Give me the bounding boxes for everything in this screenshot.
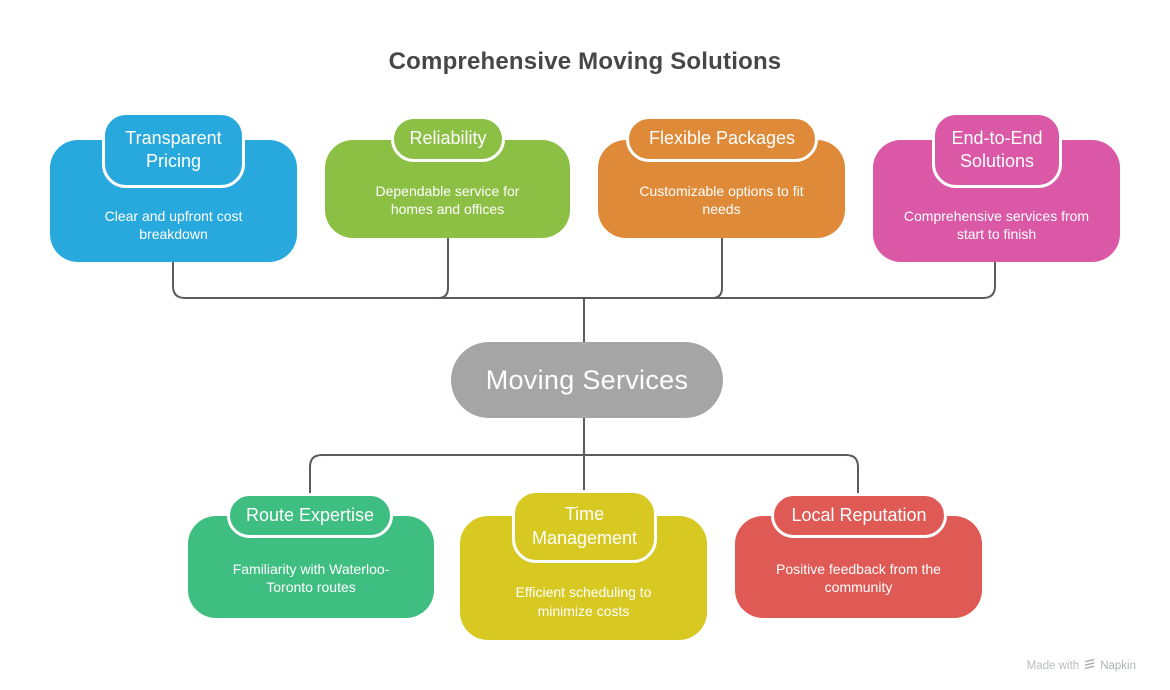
diagram-title: Comprehensive Moving Solutions <box>388 48 782 75</box>
card-label-flexible-packages: Flexible Packages <box>626 116 818 162</box>
bottom-bus-line <box>309 454 859 493</box>
card-description-end-to-end-solutions: Comprehensive services from start to fin… <box>903 207 1090 242</box>
card-label-route-expertise: Route Expertise <box>227 493 393 538</box>
watermark-brand: Napkin <box>1100 659 1136 672</box>
card-description-reliability: Dependable service for homes and offices <box>375 182 520 217</box>
napkin-logo-icon <box>1083 658 1096 673</box>
card-description-local-reputation: Positive feedback from the community <box>776 560 941 595</box>
flexible-packages-connector <box>711 238 723 299</box>
card-description-time-management: Efficient scheduling to minimize costs <box>515 584 652 619</box>
card-label-transparent-pricing: Transparent Pricing <box>102 112 245 188</box>
card-label-reliability: Reliability <box>391 116 505 162</box>
watermark-prefix: Made with <box>1026 659 1080 672</box>
card-description-transparent-pricing: Clear and upfront cost breakdown <box>104 207 243 242</box>
top-bus-line <box>172 262 996 299</box>
card-label-local-reputation: Local Reputation <box>771 493 947 538</box>
watermark: Made with Napkin <box>1027 658 1136 673</box>
card-description-flexible-packages: Customizable options to fit needs <box>639 182 804 217</box>
card-description-route-expertise: Familiarity with Waterloo-Toronto routes <box>232 560 390 595</box>
card-label-end-to-end-solutions: End-to-End Solutions <box>932 112 1062 188</box>
card-body-end-to-end-solutions: Comprehensive services from start to fin… <box>873 140 1120 262</box>
reliability-connector <box>437 238 449 299</box>
card-label-time-management: Time Management <box>512 490 657 563</box>
central-node-moving-services: Moving Services <box>451 342 723 418</box>
